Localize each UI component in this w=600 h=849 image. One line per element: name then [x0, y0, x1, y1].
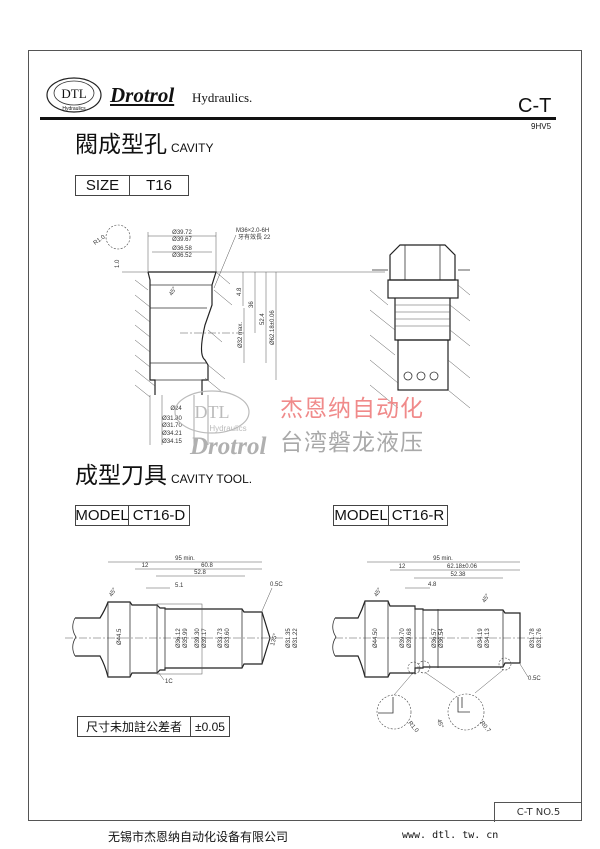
dim-label: 135° [270, 632, 279, 646]
dim-label: Ø31.78 [530, 628, 536, 648]
dim-label: Ø35.99 [183, 628, 189, 648]
valve-illustration [369, 244, 471, 409]
dim-label: R1.0 [93, 234, 107, 247]
dim-label: 0.5C [528, 676, 541, 682]
dim-label: Ø24 [170, 406, 182, 412]
dtl-logo: DTL Hydraulics [46, 77, 102, 113]
dim-label: Ø39.68 [407, 628, 413, 648]
dim-label: Ø34.21 [162, 431, 182, 437]
dim-label: 60.8 [201, 563, 213, 569]
tool-drawing-ct16-d: 95 min. 60.8 12 52.8 5.1 45° 0.5C 1C 135… [65, 556, 299, 685]
watermark-brand: Drotrol [190, 433, 267, 460]
dim-label: 4.8 [428, 582, 437, 588]
company-name: 无锡市杰恩纳自动化设备有限公司 [108, 830, 289, 844]
dim-label: 5.1 [175, 583, 184, 589]
dim-label: 12 [399, 564, 406, 570]
size-label: SIZE [85, 177, 120, 194]
dim-label: Ø34.19 [478, 628, 484, 648]
dim-label: Ø36.58 [172, 246, 192, 252]
page-number: C-T NO.5 [494, 802, 582, 822]
dim-label: 52.38 [450, 572, 466, 578]
cavity-drawing: Ø39.72 Ø39.67 Ø36.58 Ø36.52 M36×2.0-6H 牙… [93, 224, 385, 445]
brand-suffix: Hydraulics. [192, 90, 253, 105]
dim-label: Ø31.76 [537, 628, 543, 648]
dim-label: 1C [165, 679, 173, 685]
size-table: SIZE T16 [75, 175, 189, 196]
website-url: www. dtl. tw. cn [402, 830, 499, 841]
watermark-cn-red: 杰恩纳自动化 [280, 396, 424, 422]
dim-label: Ø44.5 [117, 628, 123, 645]
size-value: T16 [129, 176, 188, 195]
logo-subtext: Hydraulics [62, 106, 86, 112]
model-value: CT16-R [388, 506, 447, 525]
watermark-logo: DTL Hydraulics [174, 390, 250, 434]
dim-label: 52.8 [194, 570, 206, 576]
dim-label: 1.0 [115, 259, 121, 268]
dim-label: 95 min. [433, 556, 453, 562]
dim-label: 0.5C [270, 582, 283, 588]
doc-code: C-T [518, 95, 552, 117]
logo-text: DTL [61, 86, 86, 101]
model-table-right: MODEL CT16-R [333, 505, 448, 526]
dim-label: Ø39.72 [172, 230, 192, 236]
dim-label: 52.4 [260, 313, 266, 325]
dim-label: 45° [109, 587, 119, 598]
dim-label: R0.7 [478, 720, 491, 734]
brand-name: Drotrol [110, 83, 175, 107]
model-value: CT16-D [128, 506, 189, 525]
model-label: MODEL [75, 507, 129, 524]
tolerance-value: ±0.05 [190, 717, 229, 736]
dim-label: Ø36.52 [172, 253, 192, 259]
dim-label: 45° [435, 719, 444, 730]
tool-title-cn: 成型刀具 [75, 463, 167, 489]
thread-length: 牙有效長 22 [238, 233, 271, 241]
dim-label: Ø31.70 [162, 423, 182, 429]
dim-label: Ø32 max. [238, 322, 244, 348]
tool-drawing-ct16-r: 95 min. 62.18±0.06 12 52.38 4.8 45° 45° … [332, 556, 545, 735]
dim-label: 36 [249, 301, 255, 308]
dim-label: 62.18±0.06 [447, 564, 478, 570]
dim-label: Ø31.80 [162, 416, 182, 422]
watermark-cn-gray: 台湾磐龙液压 [280, 430, 424, 456]
tool-title: 成型刀具 CAVITY TOOL. [75, 463, 253, 489]
tolerance-label: 尺寸未加註公差者 [85, 720, 182, 734]
cavity-title: 閥成型孔 CAVITY [75, 132, 214, 158]
cavity-title-en: CAVITY [171, 141, 214, 155]
model-table-left: MODEL CT16-D [75, 505, 190, 526]
doc-subcode: 9HV5 [531, 122, 552, 131]
dim-label: Ø39.67 [172, 237, 192, 243]
cavity-title-cn: 閥成型孔 [75, 132, 167, 158]
dim-label: 4.8 [237, 287, 243, 296]
dim-label: Ø34.13 [485, 628, 491, 648]
dim-label: 12 [142, 563, 149, 569]
dim-label: 45° [482, 593, 492, 604]
watermark-logo-text: DTL [195, 402, 230, 422]
dim-label: 95 min. [175, 556, 195, 562]
dim-label: Ø39.30 [195, 628, 201, 648]
watermark-logo-subtext: Hydraulics [209, 424, 246, 433]
header-rule [40, 117, 556, 120]
dim-label: Ø39.70 [400, 628, 406, 648]
page-frame [28, 50, 582, 821]
dim-label: Ø31.22 [293, 628, 299, 648]
model-label: MODEL [334, 507, 388, 524]
dim-label: Ø36.12 [176, 628, 182, 648]
tolerance-table: 尺寸未加註公差者 ±0.05 [77, 716, 230, 737]
thread-spec: M36×2.0-6H [236, 228, 269, 234]
dim-label: Ø44.50 [373, 628, 379, 648]
dim-label: Ø36.54 [439, 628, 445, 648]
dim-label: Ø33.60 [225, 628, 231, 648]
dim-label: R1.0 [406, 720, 419, 734]
dim-label: Ø34.15 [162, 439, 182, 445]
dim-label: Ø36.57 [432, 628, 438, 648]
dim-label: Ø31.35 [286, 628, 292, 648]
dim-label: 45° [374, 587, 384, 598]
dim-label: Ø33.73 [218, 628, 224, 648]
dim-label: Ø39.17 [202, 628, 208, 648]
dim-label: 45° [169, 286, 179, 297]
tool-title-en: CAVITY TOOL. [171, 472, 253, 486]
dim-label: Ø62.18±0.06 [270, 310, 276, 345]
